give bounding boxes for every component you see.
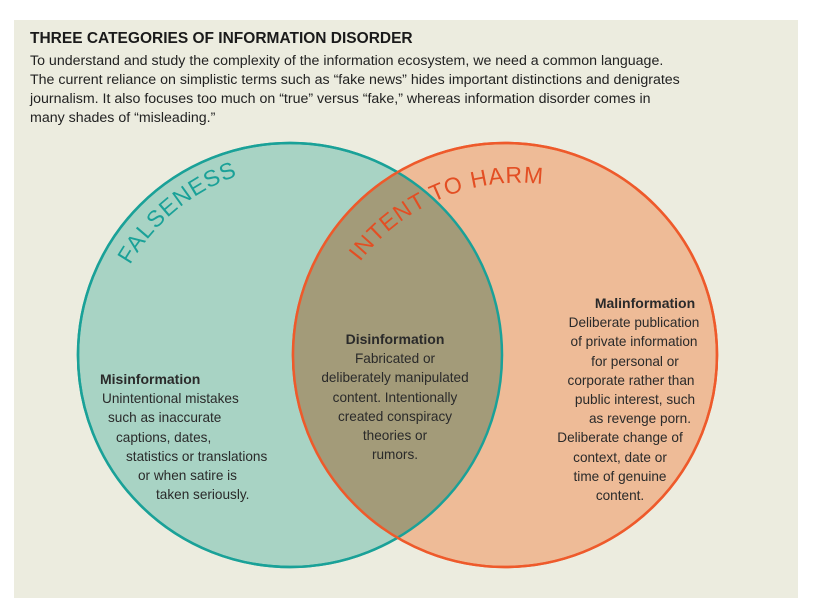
misinformation-heading: Misinformation [100,371,201,387]
region-line: context, date or [573,449,667,465]
intent-to-harm-outline [291,141,719,569]
region-line: theories or [362,428,428,444]
region-line: for personal or [591,353,679,369]
region-line: content. Intentionally [332,389,458,405]
intro-line: The current reliance on simplistic terms… [30,72,680,88]
region-line: taken seriously. [156,487,250,503]
region-line: public interest, such [574,392,696,408]
falseness-outline [76,141,504,569]
malinformation-region: Malinformation Deliberate publication of… [520,294,720,505]
intro-line: journalism. It also focuses too much on … [30,91,651,107]
region-line: Fabricated or [354,351,436,367]
disinformation-heading: Disinformation [345,331,445,347]
region-line: Deliberate change of [557,430,683,446]
region-line: created conspiracy [337,408,453,424]
intro-line: many shades of “misleading.” [30,110,216,126]
disinformation-region: Disinformation Fabricated or deliberatel… [300,330,490,464]
region-line: rumors. [371,447,419,463]
region-line: of private information [570,334,698,350]
region-line: time of genuine [573,468,667,484]
overlap-region [293,143,502,567]
region-line: content. [595,488,645,504]
region-line: Deliberate publication [568,315,700,331]
malinformation-heading: Malinformation [594,295,696,311]
region-line: corporate rather than [567,372,695,388]
region-line: as revenge porn. [588,411,692,427]
intro-paragraph: To understand and study the complexity o… [30,52,780,128]
region-line: statistics or translations [126,448,268,464]
misinformation-region: Misinformation Unintentional mistakes su… [100,370,320,504]
region-line: deliberately manipulated [321,370,469,386]
region-line: such as inaccurate [108,410,222,426]
region-line: or when satire is [138,468,237,484]
page-title: THREE CATEGORIES OF INFORMATION DISORDER [30,30,413,47]
region-line: captions, dates, [116,429,212,445]
intro-line: To understand and study the complexity o… [30,53,664,69]
region-line: Unintentional mistakes [102,391,239,407]
